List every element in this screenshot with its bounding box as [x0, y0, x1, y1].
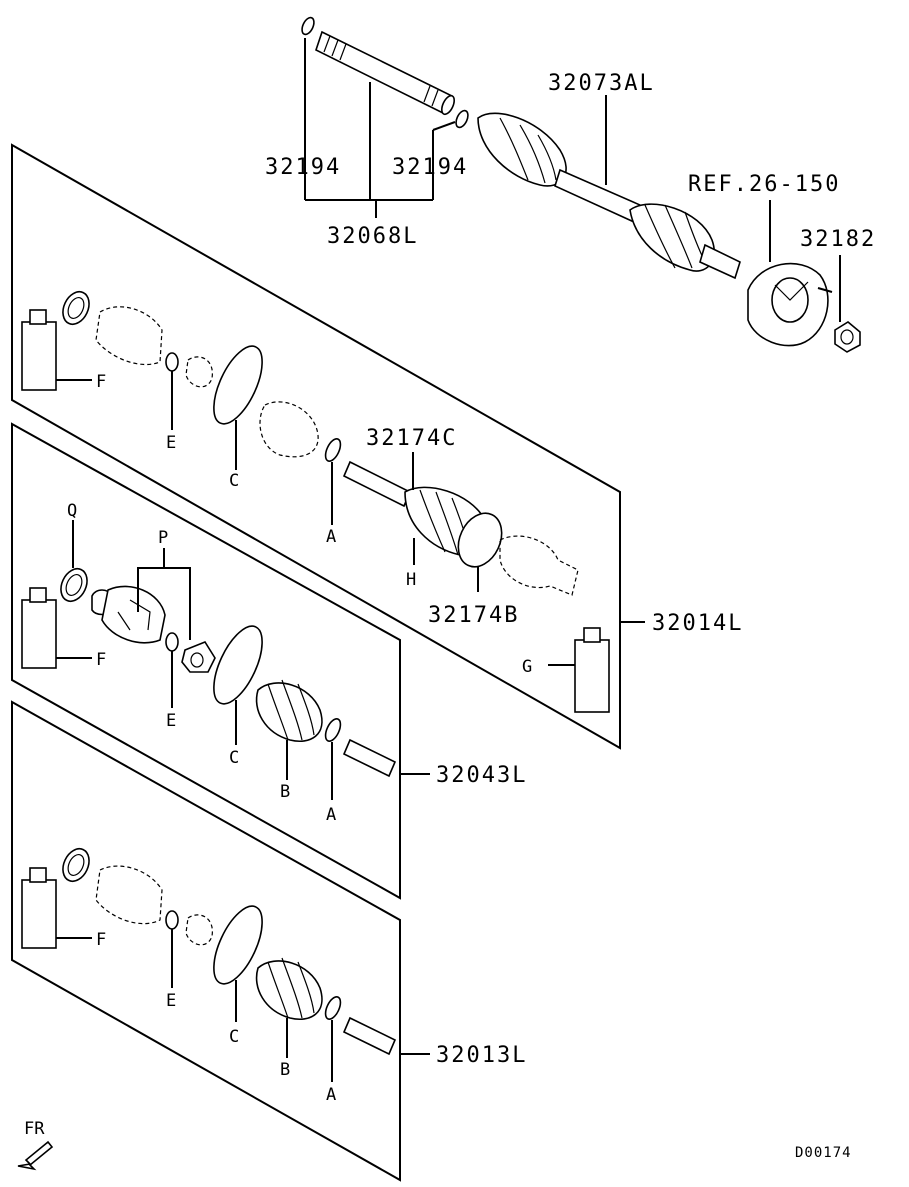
label-32174C: 32174C — [366, 426, 457, 451]
band-32174B — [457, 512, 503, 592]
ring-E3 — [165, 910, 179, 988]
snap-ring-top-left — [301, 16, 315, 36]
letter-H: H — [406, 570, 416, 590]
shaft-2 — [342, 738, 397, 778]
letter-E2: E — [166, 711, 176, 731]
panel-32013L — [11, 700, 401, 1182]
letter-G: G — [522, 657, 532, 677]
letter-C1: C — [229, 471, 239, 491]
diagram-code: D00174 — [795, 1145, 852, 1161]
front-direction-arrow-icon — [17, 1140, 54, 1171]
tripod-housing — [91, 585, 166, 644]
letter-F1: F — [96, 372, 106, 392]
spider-1 — [185, 356, 213, 388]
panel-32043L — [11, 422, 401, 900]
spider-3 — [185, 914, 213, 946]
letter-C2: C — [229, 748, 239, 768]
seal-ring-1 — [62, 290, 90, 326]
letter-P: P — [158, 528, 168, 548]
ring-E1 — [165, 352, 179, 430]
hub-assembly — [747, 262, 833, 347]
label-32043L: 32043L — [436, 763, 527, 788]
snap-ring-top-right — [455, 109, 469, 129]
drive-shaft-assembly — [477, 112, 741, 280]
clip-A1 — [324, 438, 342, 525]
boot-B2 — [255, 679, 323, 780]
band-C1 — [213, 345, 263, 470]
housing-1 — [95, 306, 163, 366]
panel-32014L — [11, 143, 621, 750]
letter-C3: C — [229, 1027, 239, 1047]
seal-ring-Q — [60, 520, 88, 603]
letter-A2: A — [326, 805, 336, 825]
letter-F3: F — [96, 930, 106, 950]
label-32068L: 32068L — [327, 224, 418, 249]
label-32182: 32182 — [800, 227, 876, 252]
letter-B3: B — [280, 1060, 290, 1080]
label-ref: REF.26-150 — [688, 172, 840, 197]
grease-tube-F2 — [21, 587, 92, 669]
label-32013L: 32013L — [436, 1043, 527, 1068]
letter-Q: Q — [67, 501, 77, 521]
outer-joint-1 — [499, 535, 579, 596]
seal-ring-3 — [62, 847, 90, 883]
label-32194-left: 32194 — [265, 155, 341, 180]
band-C2 — [213, 625, 263, 745]
clip-A3 — [324, 996, 342, 1082]
inner-shaft — [315, 30, 455, 116]
letter-E3: E — [166, 991, 176, 1011]
ring-E2 — [165, 632, 179, 708]
shaft-3 — [342, 1016, 397, 1056]
direction-label: FR — [24, 1119, 45, 1139]
label-32073AL: 32073AL — [548, 71, 655, 96]
letter-E1: E — [166, 433, 176, 453]
grease-tube-G — [548, 627, 610, 713]
grease-tube-F1 — [21, 309, 92, 391]
boot-B3 — [255, 957, 323, 1058]
letter-A1: A — [326, 527, 336, 547]
letter-A3: A — [326, 1085, 336, 1105]
housing-3 — [95, 865, 163, 925]
letter-F2: F — [96, 650, 106, 670]
letter-B2: B — [280, 782, 290, 802]
grease-tube-F3 — [21, 867, 92, 949]
label-32194-right: 32194 — [392, 155, 468, 180]
shaft-1 — [342, 460, 412, 508]
tripod-spider — [181, 641, 216, 673]
band-C3 — [213, 905, 263, 1022]
label-32174B: 32174B — [428, 603, 519, 628]
boot-1 — [259, 401, 319, 458]
hub-nut — [834, 321, 861, 353]
label-32014L: 32014L — [652, 611, 743, 636]
clip-A2 — [324, 718, 342, 800]
